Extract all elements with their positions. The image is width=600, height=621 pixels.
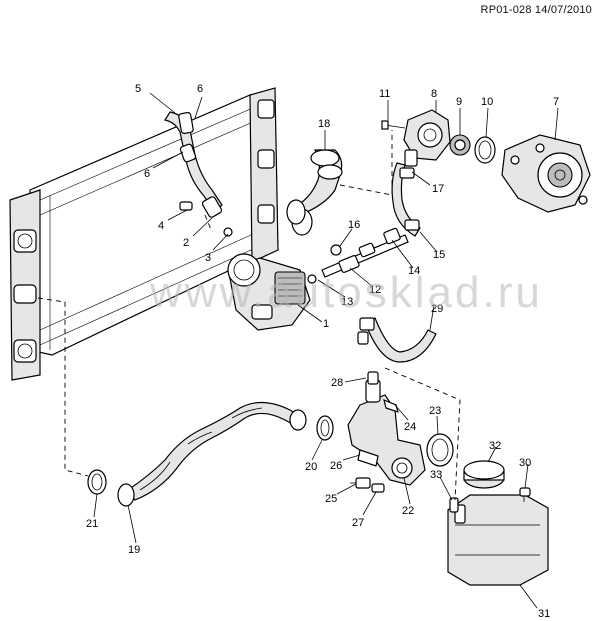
reservoir-cap — [463, 460, 505, 489]
outlet-gasket — [426, 433, 454, 467]
callout-16: 16 — [348, 219, 360, 231]
temperature-sensor — [350, 477, 371, 489]
callout-25: 25 — [325, 493, 337, 505]
diagram-reference-code: RP01-028 14/07/2010 — [480, 4, 592, 16]
callout-29: 29 — [431, 303, 443, 315]
callout-7: 7 — [553, 96, 559, 108]
heater-hose — [391, 162, 421, 237]
callout-31: 31 — [538, 608, 550, 620]
callout-5: 5 — [135, 83, 141, 95]
callout-32: 32 — [489, 440, 501, 452]
coolant-outlet-housing — [347, 379, 426, 486]
thermostat-housing — [381, 109, 496, 167]
callout-10: 10 — [481, 96, 493, 108]
radiator — [9, 87, 279, 381]
callout-22: 22 — [402, 505, 414, 517]
callout-8: 8 — [431, 88, 437, 100]
callout-13: 13 — [341, 296, 353, 308]
callout-20: 20 — [305, 461, 317, 473]
water-pump — [501, 134, 591, 213]
hose-clamp-20 — [316, 415, 334, 441]
callout-18: 18 — [318, 118, 330, 130]
callout-11: 11 — [379, 88, 390, 100]
turbo-coolant-hose — [286, 149, 343, 236]
callout-1: 1 — [323, 318, 329, 330]
radiator-vent-hose — [164, 111, 233, 237]
coolant-reservoir — [447, 494, 549, 586]
leader-lines — [93, 92, 559, 609]
callout-4: 4 — [158, 220, 164, 232]
watermark: www.autosklad.ru — [150, 268, 543, 317]
callout-12: 12 — [369, 284, 381, 296]
callout-30: 30 — [519, 457, 531, 469]
hose-connector — [367, 371, 379, 385]
oil-cooler-assembly — [227, 253, 311, 331]
callout-15: 15 — [433, 249, 445, 261]
callout-6a: 6 — [197, 83, 203, 95]
callout-14: 14 — [408, 265, 420, 277]
callout-33: 33 — [430, 469, 442, 481]
callout-21: 21 — [86, 518, 98, 530]
callout-26: 26 — [330, 460, 342, 472]
callout-2: 2 — [183, 237, 189, 249]
reservoir-sensor — [449, 497, 459, 513]
callout-6b: 6 — [144, 168, 150, 180]
coolant-pipe-assembly — [307, 227, 409, 284]
callout-23: 23 — [429, 405, 441, 417]
callout-28: 28 — [331, 377, 343, 389]
callout-27: 27 — [352, 517, 364, 529]
callout-labels: 1 2 3 4 5 6 6 7 8 9 10 11 12 13 14 15 16… — [86, 83, 559, 620]
bleed-screw — [371, 483, 385, 493]
callout-9: 9 — [456, 96, 462, 108]
connection-lines — [37, 130, 461, 501]
callout-3: 3 — [205, 252, 211, 264]
callout-17: 17 — [432, 183, 444, 195]
bypass-hose — [357, 317, 437, 363]
hose-clamp-21 — [87, 469, 107, 495]
callout-19: 19 — [128, 544, 140, 556]
radiator-outlet-hose — [117, 401, 307, 507]
callout-24: 24 — [404, 421, 416, 433]
